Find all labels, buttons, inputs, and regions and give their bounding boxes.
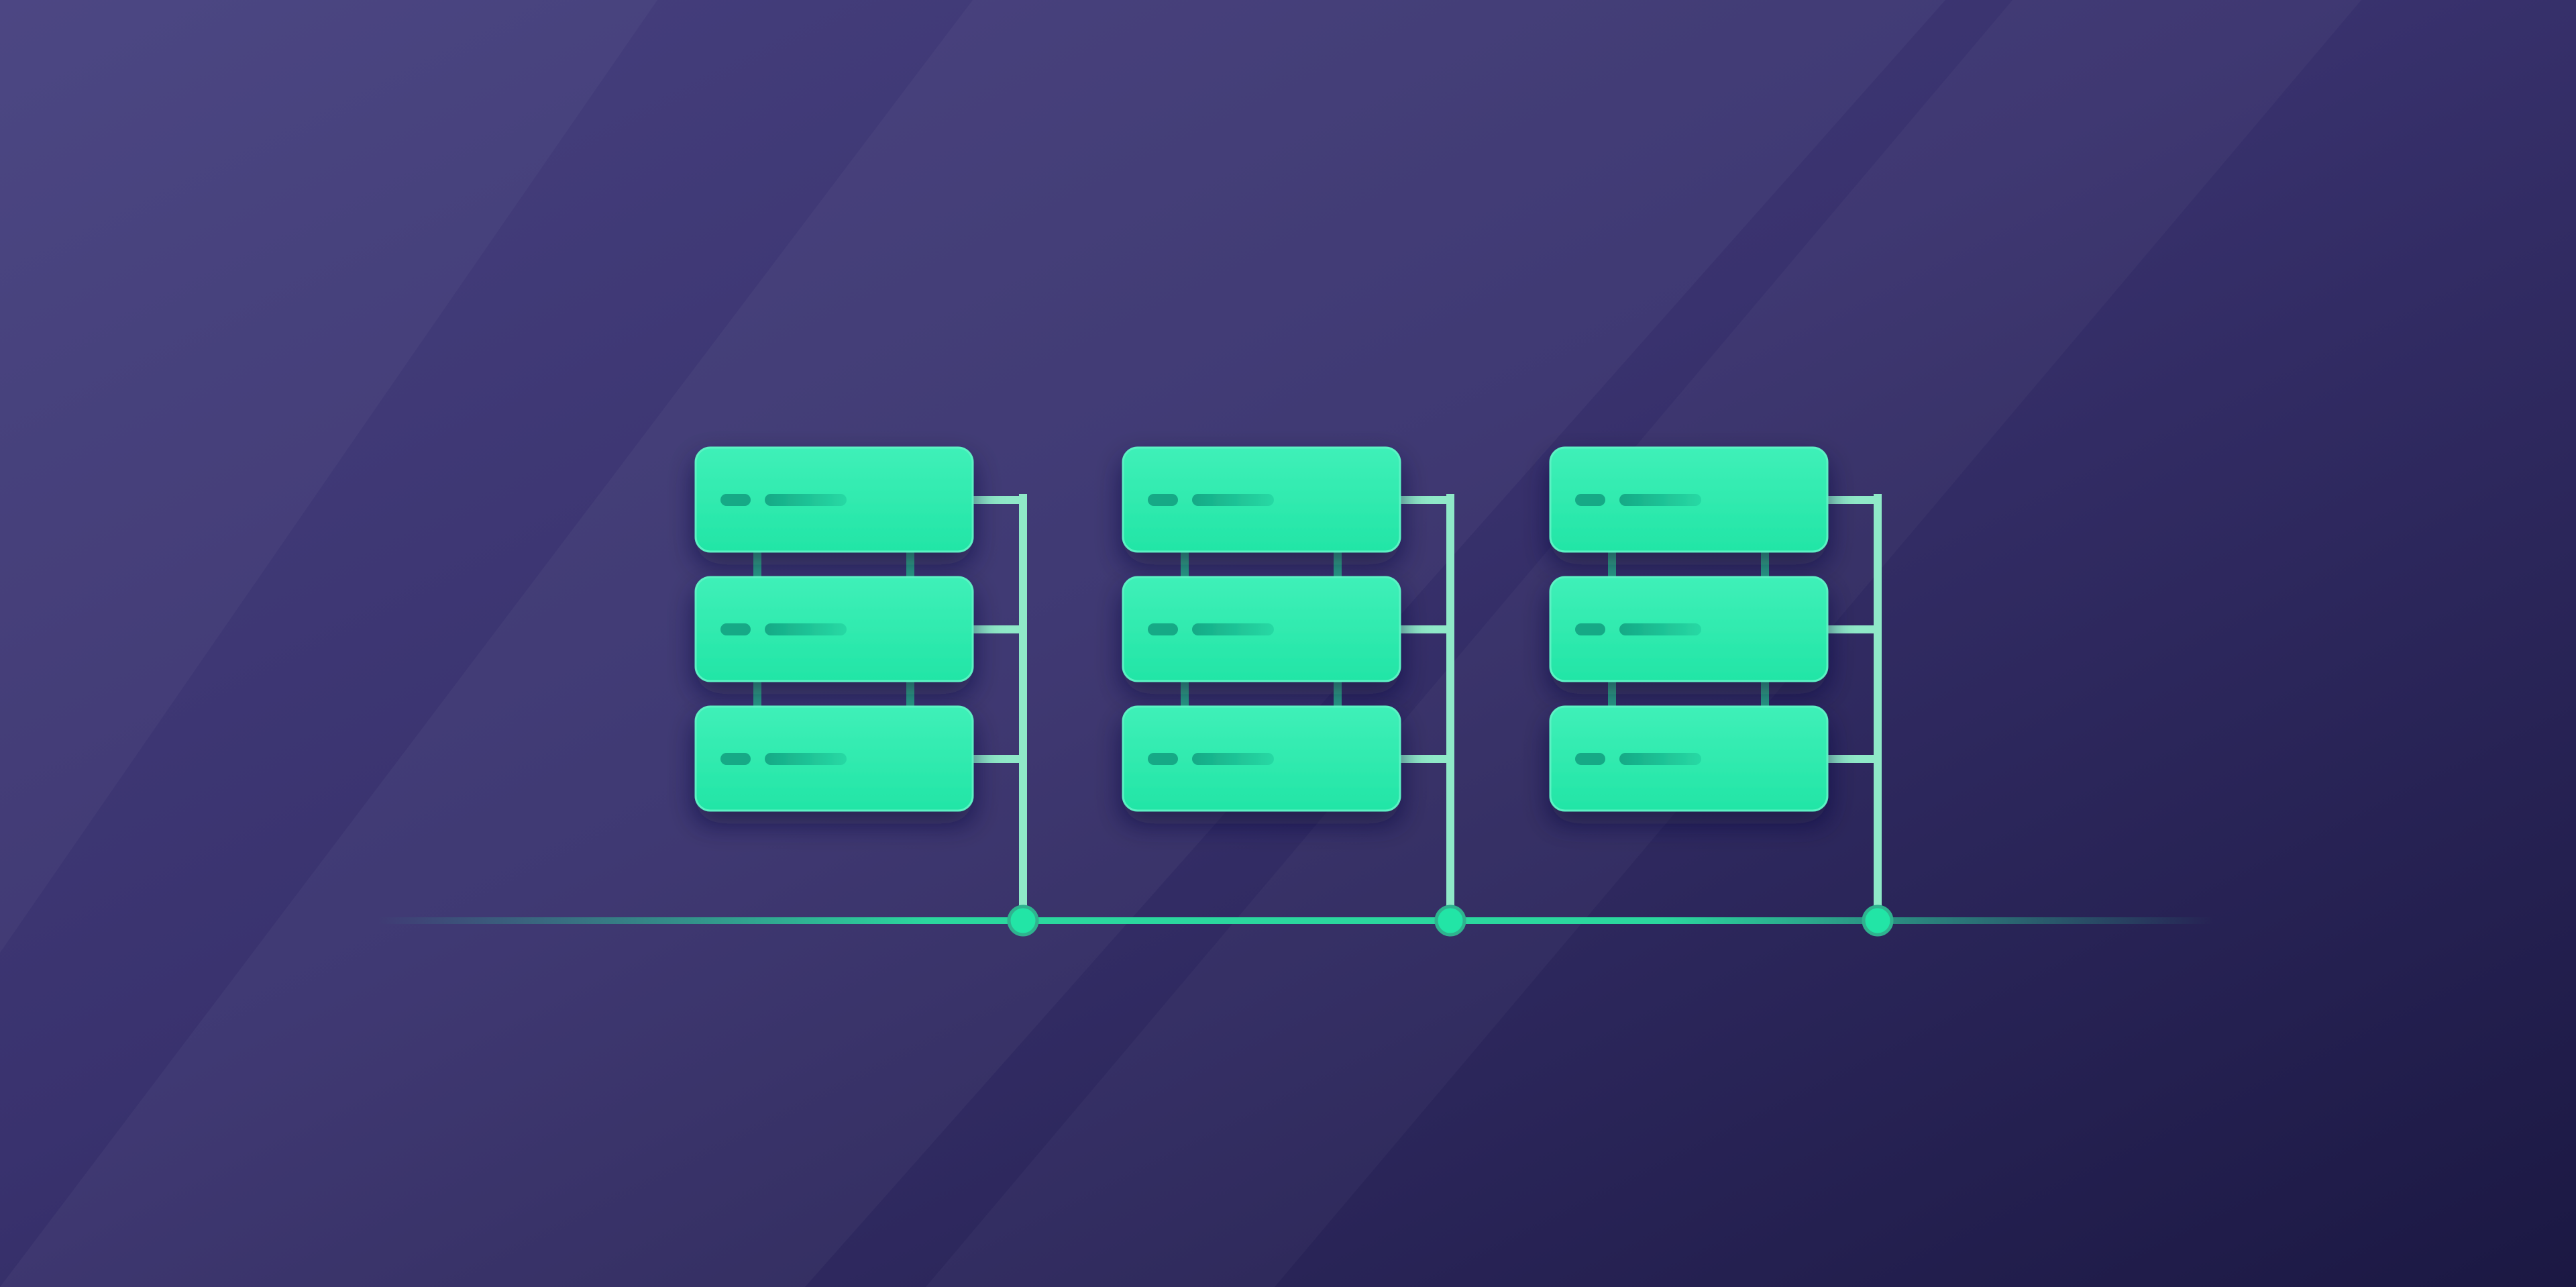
- server-led-indicator: [1148, 753, 1178, 765]
- server-drive-slot: [1192, 494, 1274, 506]
- server-unit-icon: [1549, 705, 1829, 812]
- rack-tap-line: [970, 755, 1027, 763]
- server-unit-icon: [1122, 576, 1401, 682]
- rack-tap-line: [1825, 496, 1882, 504]
- server-drive-slot: [765, 753, 847, 765]
- rack-connector-segment: [906, 549, 914, 580]
- server-led-indicator: [1575, 753, 1605, 765]
- server-unit-icon: [1549, 446, 1829, 553]
- server-led-indicator: [720, 753, 751, 765]
- rack-connector-segment: [753, 678, 761, 709]
- network-node-icon: [1862, 905, 1894, 937]
- server-unit-icon: [1549, 576, 1829, 682]
- rack-tap-line: [1397, 755, 1454, 763]
- server-led-indicator: [1148, 623, 1178, 635]
- rack-riser-line: [1019, 494, 1027, 921]
- server-rack: [694, 446, 1027, 921]
- server-drive-slot: [1619, 753, 1701, 765]
- rack-connector-segment: [1181, 678, 1189, 709]
- server-led-indicator: [1575, 623, 1605, 635]
- server-led-indicator: [1575, 494, 1605, 506]
- server-racks: [694, 446, 1882, 921]
- server-drive-slot: [765, 623, 847, 635]
- network-node-icon: [1434, 905, 1466, 937]
- server-drive-slot: [1619, 623, 1701, 635]
- server-led-indicator: [720, 494, 751, 506]
- rack-connector-segment: [1608, 678, 1616, 709]
- rack-connector-segment: [1761, 549, 1769, 580]
- server-rack: [1549, 446, 1882, 921]
- rack-riser-line: [1874, 494, 1882, 921]
- server-rack: [1122, 446, 1454, 921]
- network-bus-line: [376, 917, 2214, 924]
- rack-connector-segment: [1761, 678, 1769, 709]
- rack-connector-segment: [1181, 549, 1189, 580]
- server-led-indicator: [1148, 494, 1178, 506]
- rack-connector-segment: [753, 549, 761, 580]
- network-bus-group: [376, 905, 2214, 937]
- network-node-icon: [1007, 905, 1039, 937]
- rack-tap-line: [1825, 755, 1882, 763]
- server-drive-slot: [1619, 494, 1701, 506]
- server-drive-slot: [1192, 753, 1274, 765]
- rack-connector-segment: [1334, 549, 1342, 580]
- server-unit-icon: [694, 446, 974, 553]
- server-unit-icon: [694, 576, 974, 682]
- server-drive-slot: [765, 494, 847, 506]
- rack-tap-line: [1825, 625, 1882, 633]
- server-unit-icon: [1122, 446, 1401, 553]
- server-unit-icon: [1122, 705, 1401, 812]
- rack-connector-segment: [1608, 549, 1616, 580]
- server-led-indicator: [720, 623, 751, 635]
- rack-riser-line: [1446, 494, 1454, 921]
- rack-tap-line: [970, 625, 1027, 633]
- rack-connector-segment: [906, 678, 914, 709]
- rack-connector-segment: [1334, 678, 1342, 709]
- server-unit-icon: [694, 705, 974, 812]
- rack-tap-line: [1397, 625, 1454, 633]
- server-drive-slot: [1192, 623, 1274, 635]
- rack-tap-line: [970, 496, 1027, 504]
- rack-tap-line: [1397, 496, 1454, 504]
